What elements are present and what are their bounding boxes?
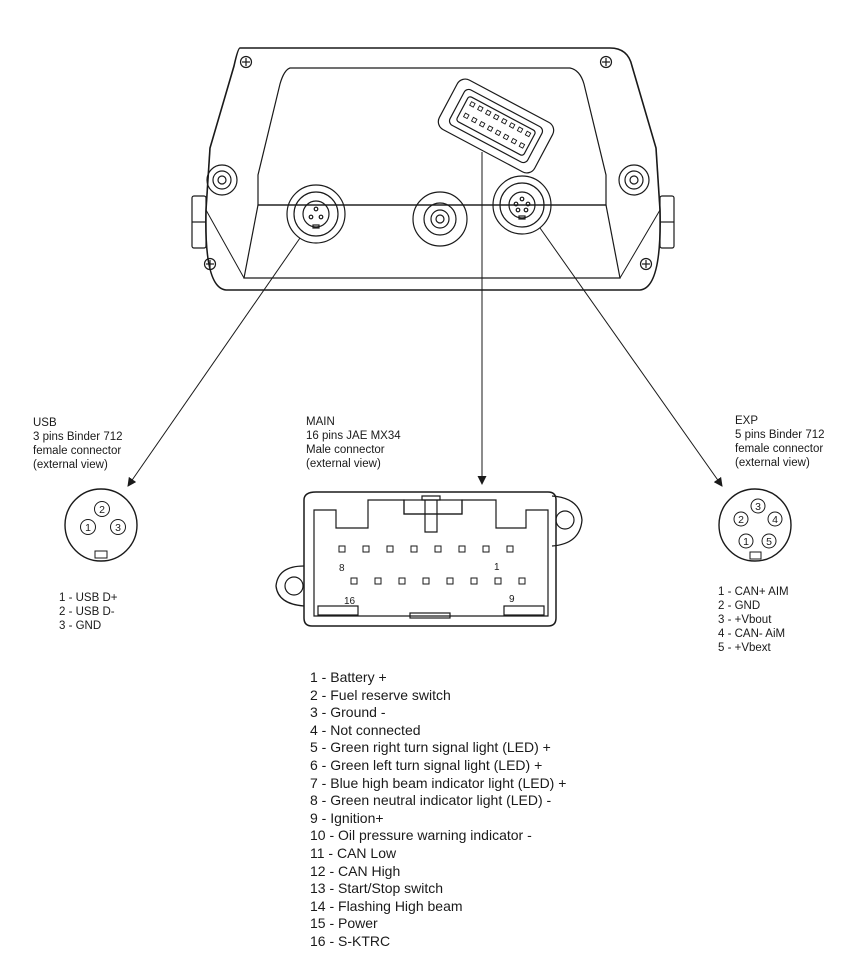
exp-socket <box>492 175 552 235</box>
exp-pin-item: 4 - CAN- AiM <box>718 628 786 640</box>
main-corner-label: 8 <box>339 563 345 574</box>
exp-title-line: EXP <box>735 415 759 427</box>
usb-title-line: female connector <box>33 445 122 457</box>
usb-pin-number: 1 <box>85 522 91 534</box>
main-pin-item: 12 - CAN High <box>310 862 401 879</box>
mounting-boss-right <box>618 164 650 196</box>
main-pin-item: 4 - Not connected <box>310 721 421 738</box>
main-pin-list: 1 - Battery + 2 - Fuel reserve switch 3 … <box>310 669 566 951</box>
usb-connector-face <box>64 488 138 562</box>
main-pin-item: 6 - Green left turn signal light (LED) + <box>310 756 543 773</box>
exp-connector-face <box>718 488 792 562</box>
usb-title-line: (external view) <box>33 459 108 471</box>
main-pin-item: 7 - Blue high beam indicator light (LED)… <box>310 774 567 791</box>
exp-leader-arrow <box>539 227 723 487</box>
usb-socket <box>286 184 346 244</box>
device-housing <box>191 47 675 291</box>
usb-connector-title: USB 3 pins Binder 712 female connector (… <box>33 416 123 472</box>
main-connector-body <box>275 491 583 627</box>
housing-screw <box>599 55 613 69</box>
exp-connector-title: EXP 5 pins Binder 712 female connector (… <box>735 414 825 470</box>
exp-pin-number: 5 <box>766 536 772 548</box>
main-socket <box>437 78 555 174</box>
main-pin-item: 2 - Fuel reserve switch <box>310 686 451 703</box>
exp-pin-item: 3 - +Vbout <box>718 614 772 626</box>
main-title-line: MAIN <box>306 416 335 428</box>
main-pin-item: 13 - Start/Stop switch <box>310 880 444 897</box>
usb-pin-item: 2 - USB D- <box>59 606 115 618</box>
housing-screw <box>203 257 217 271</box>
main-pin-item: 1 - Battery + <box>310 669 387 685</box>
main-pin-item: 15 - Power <box>310 915 378 932</box>
usb-title-line: 3 pins Binder 712 <box>33 431 123 443</box>
exp-pin-list: 1 - CAN+ AIM 2 - GND 3 - +Vbout 4 - CAN-… <box>718 585 789 655</box>
exp-pin-number: 1 <box>743 536 749 548</box>
exp-pin-item: 1 - CAN+ AIM <box>718 586 789 598</box>
main-pin-item: 16 - S-KTRC <box>310 932 391 949</box>
main-pin-item: 9 - Ignition+ <box>310 809 384 826</box>
exp-title-line: 5 pins Binder 712 <box>735 429 825 441</box>
mounting-boss-left <box>206 164 238 196</box>
exp-title-line: (external view) <box>735 457 810 469</box>
main-title-line: Male connector <box>306 444 385 456</box>
exp-pin-number: 2 <box>738 514 744 526</box>
main-pin-item: 14 - Flashing High beam <box>310 897 463 914</box>
main-pin-row-bottom <box>350 577 526 585</box>
main-title-line: 16 pins JAE MX34 <box>306 430 401 442</box>
main-pin-item: 8 - Green neutral indicator light (LED) … <box>310 792 552 809</box>
mounting-boss-center <box>412 191 468 247</box>
main-pin-item: 10 - Oil pressure warning indicator - <box>310 827 532 844</box>
main-pin-item: 5 - Green right turn signal light (LED) … <box>310 739 551 756</box>
main-pin-item: 11 - CAN Low <box>310 844 397 861</box>
main-corner-label: 16 <box>344 596 356 607</box>
exp-title-line: female connector <box>735 443 824 455</box>
exp-pin-item: 5 - +Vbext <box>718 642 771 654</box>
usb-pin-number: 2 <box>99 504 105 516</box>
usb-pin-item: 3 - GND <box>59 620 102 632</box>
usb-pin-list: 1 - USB D+ 2 - USB D- 3 - GND <box>59 591 117 633</box>
main-title-line: (external view) <box>306 458 381 470</box>
housing-screw <box>239 55 253 69</box>
main-pin-row-top <box>338 545 514 553</box>
usb-pin-item: 1 - USB D+ <box>59 592 118 604</box>
exp-pin-number: 4 <box>772 514 778 526</box>
main-corner-label: 1 <box>494 562 500 573</box>
housing-screw <box>639 257 653 271</box>
usb-leader-arrow <box>127 237 301 487</box>
main-connector-title: MAIN 16 pins JAE MX34 Male connector (ex… <box>306 415 401 471</box>
exp-pin-item: 2 - GND <box>718 600 761 612</box>
usb-pin-number: 3 <box>115 522 121 534</box>
exp-pin-number: 3 <box>755 501 761 513</box>
main-pin-item: 3 - Ground - <box>310 704 386 721</box>
main-corner-label: 9 <box>509 594 515 605</box>
usb-title-line: USB <box>33 417 57 429</box>
